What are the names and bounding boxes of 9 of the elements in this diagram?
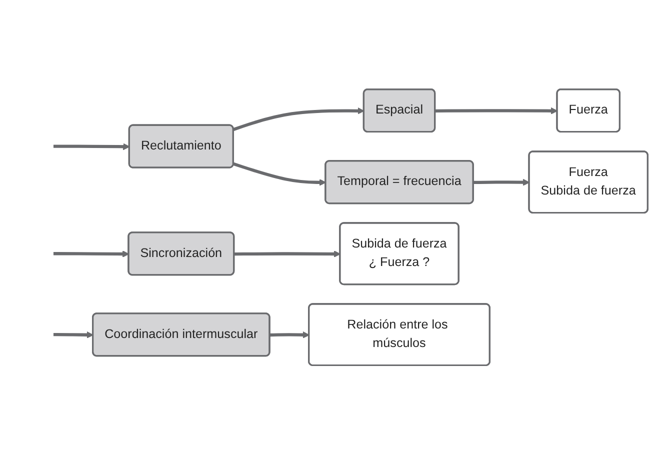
arrow xyxy=(233,162,326,186)
arrow xyxy=(435,107,558,114)
arrow xyxy=(53,331,94,338)
arrow xyxy=(234,250,341,258)
arrow xyxy=(53,142,130,150)
arrow xyxy=(473,178,530,186)
arrow xyxy=(233,107,364,131)
arrow xyxy=(53,250,130,258)
arrow xyxy=(270,331,310,338)
